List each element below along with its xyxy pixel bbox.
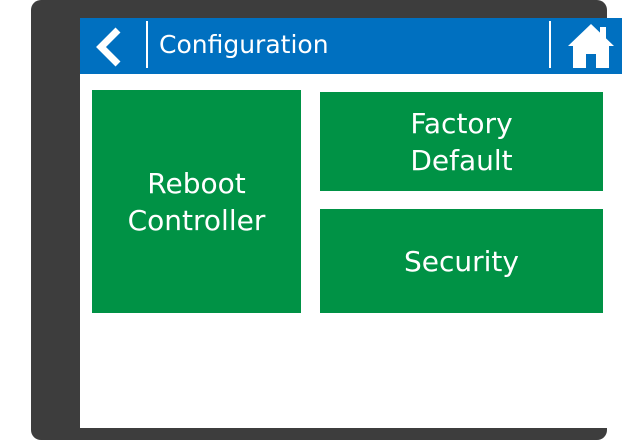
page-title: Configuration (159, 30, 329, 59)
screen: Configuration Reboot Controller Factory … (80, 18, 622, 428)
factory-default-button[interactable]: Factory Default (320, 92, 603, 191)
back-button[interactable] (80, 18, 144, 74)
factory-default-label: Factory Default (410, 106, 513, 177)
reboot-controller-button[interactable]: Reboot Controller (92, 90, 301, 313)
header-divider-right (549, 21, 551, 68)
reboot-controller-label: Reboot Controller (127, 166, 266, 237)
device-bezel: Configuration Reboot Controller Factory … (31, 0, 622, 440)
security-button[interactable]: Security (320, 209, 603, 313)
home-button[interactable] (560, 18, 622, 74)
security-label: Security (404, 244, 519, 278)
chevron-left-icon (96, 27, 121, 67)
header-divider-left (146, 21, 148, 68)
home-icon (568, 24, 614, 68)
header-bar: Configuration (80, 18, 622, 74)
